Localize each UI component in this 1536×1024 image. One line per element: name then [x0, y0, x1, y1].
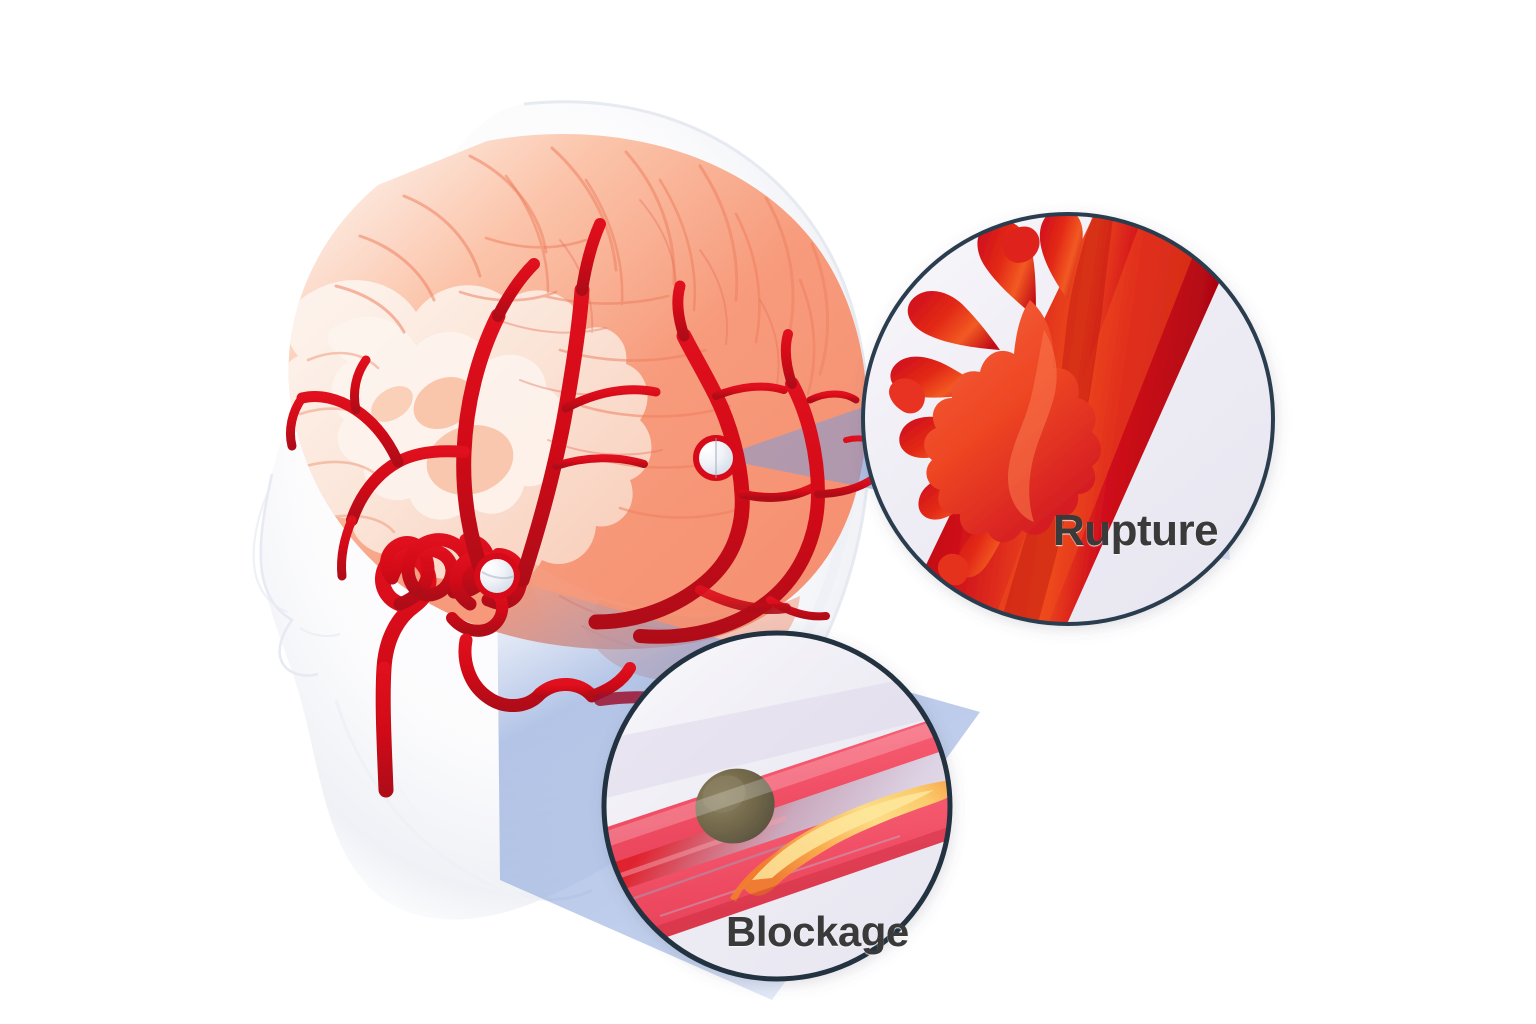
artery-site-markers [474, 435, 739, 599]
marker-blockage-site [474, 553, 520, 599]
cerebral-arteries [285, 218, 889, 884]
callout-blockage[interactable] [580, 630, 1030, 982]
marker-rupture-site [693, 435, 739, 481]
blood-splatter [889, 214, 1101, 586]
callout-rupture[interactable] [861, 190, 1275, 680]
